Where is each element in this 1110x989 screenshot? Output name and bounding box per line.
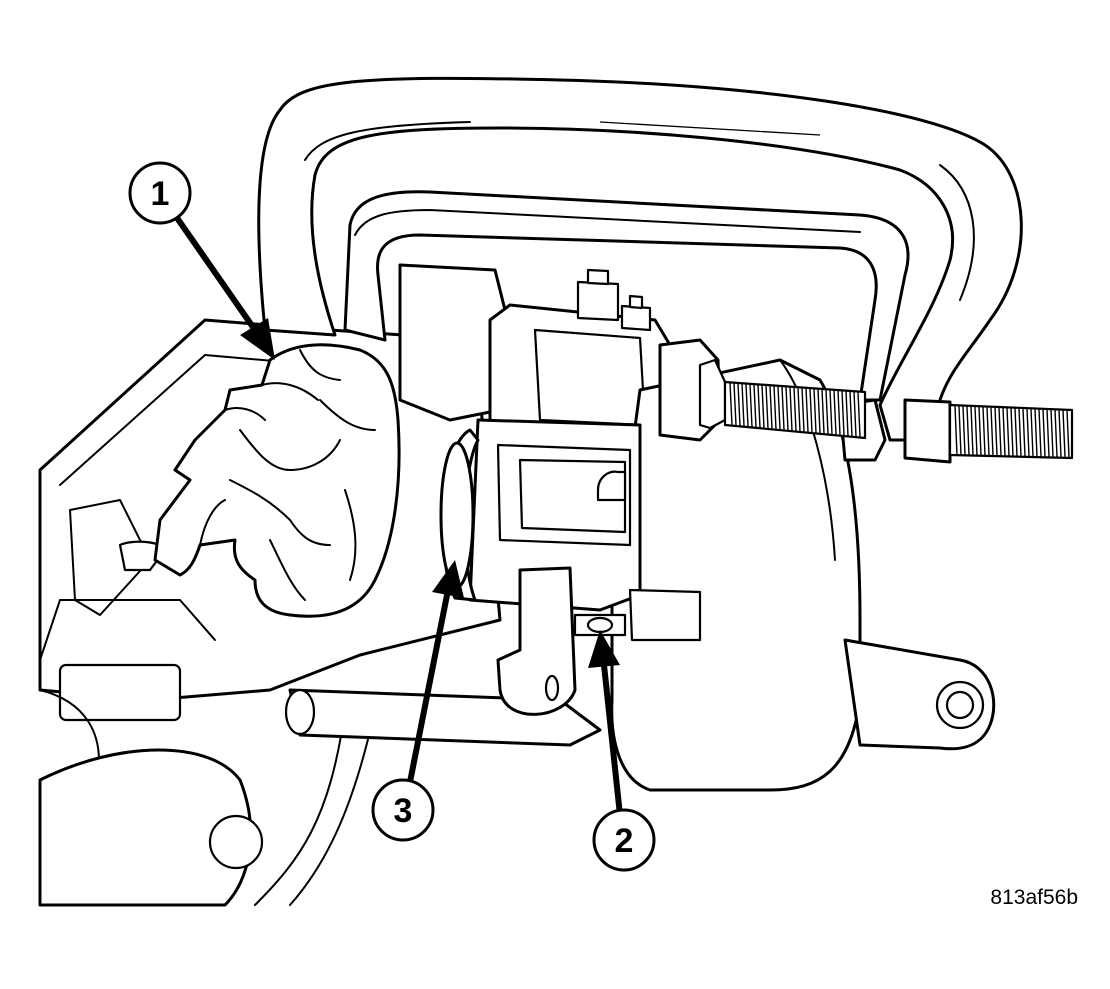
callout-2-number: 2 xyxy=(615,822,634,860)
c-clamp-screw xyxy=(658,338,1074,464)
shop-towel xyxy=(153,343,401,618)
callout-2: 2 xyxy=(588,630,656,872)
caliper-body xyxy=(284,263,996,792)
figure-id-label: 813af56b xyxy=(990,886,1078,909)
callout-3-number: 3 xyxy=(394,792,413,830)
callout-3: 3 xyxy=(371,560,464,842)
caliper-frame xyxy=(257,76,1023,442)
callout-1-number: 1 xyxy=(151,175,170,213)
callout-1: 1 xyxy=(128,161,275,360)
